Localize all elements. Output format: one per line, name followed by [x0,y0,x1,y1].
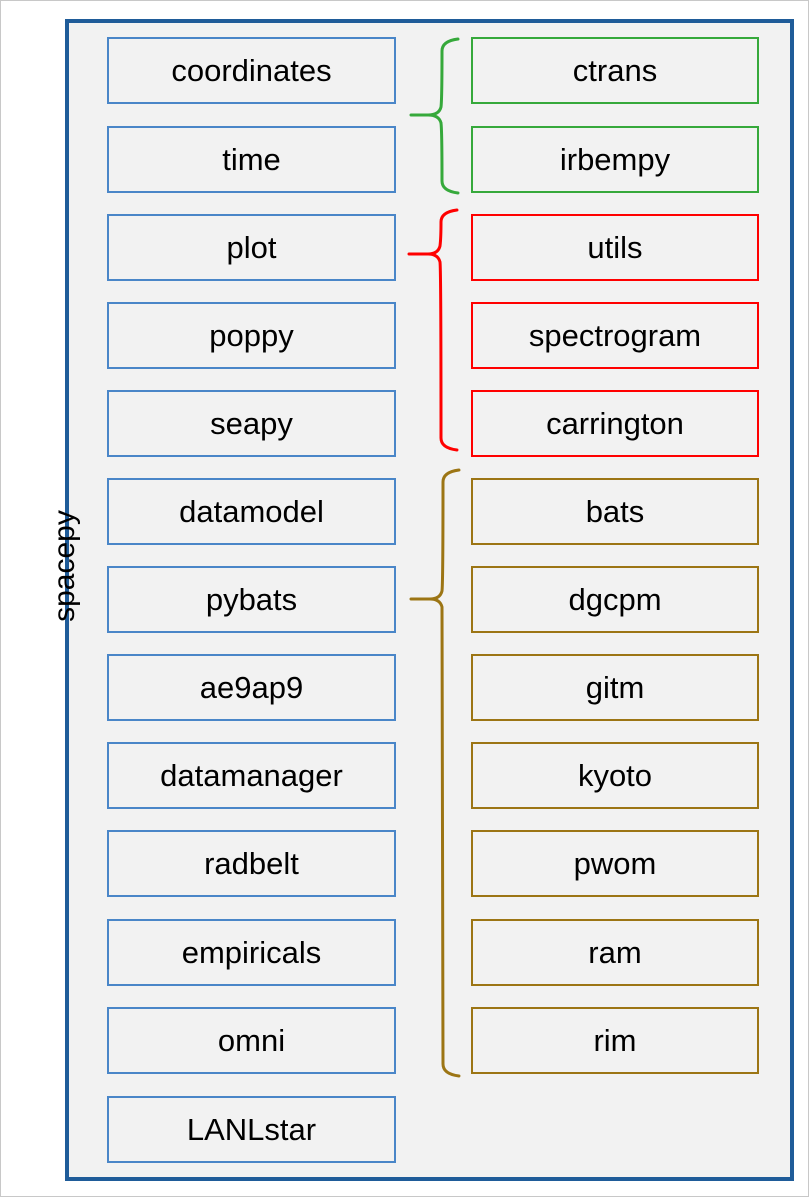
submodule-box-pwom[interactable]: pwom [471,830,759,897]
module-box-poppy[interactable]: poppy [107,302,396,369]
spacepy-package-label: spacepy [48,510,81,622]
module-box-ae9ap9[interactable]: ae9ap9 [107,654,396,721]
submodule-box-utils[interactable]: utils [471,214,759,281]
submodule-box-spectrogram[interactable]: spectrogram [471,302,759,369]
module-box-time[interactable]: time [107,126,396,193]
module-box-seapy[interactable]: seapy [107,390,396,457]
module-box-empiricals[interactable]: empiricals [107,919,396,986]
submodule-box-irbempy[interactable]: irbempy [471,126,759,193]
submodule-box-dgcpm[interactable]: dgcpm [471,566,759,633]
module-box-omni[interactable]: omni [107,1007,396,1074]
submodule-box-ctrans[interactable]: ctrans [471,37,759,104]
module-box-lanlstar[interactable]: LANLstar [107,1096,396,1163]
module-box-pybats[interactable]: pybats [107,566,396,633]
module-box-plot[interactable]: plot [107,214,396,281]
submodule-box-ram[interactable]: ram [471,919,759,986]
submodule-box-gitm[interactable]: gitm [471,654,759,721]
module-box-datamodel[interactable]: datamodel [107,478,396,545]
submodule-box-bats[interactable]: bats [471,478,759,545]
submodule-box-kyoto[interactable]: kyoto [471,742,759,809]
module-box-datamanager[interactable]: datamanager [107,742,396,809]
submodule-box-rim[interactable]: rim [471,1007,759,1074]
submodule-box-carrington[interactable]: carrington [471,390,759,457]
module-box-coordinates[interactable]: coordinates [107,37,396,104]
module-box-radbelt[interactable]: radbelt [107,830,396,897]
